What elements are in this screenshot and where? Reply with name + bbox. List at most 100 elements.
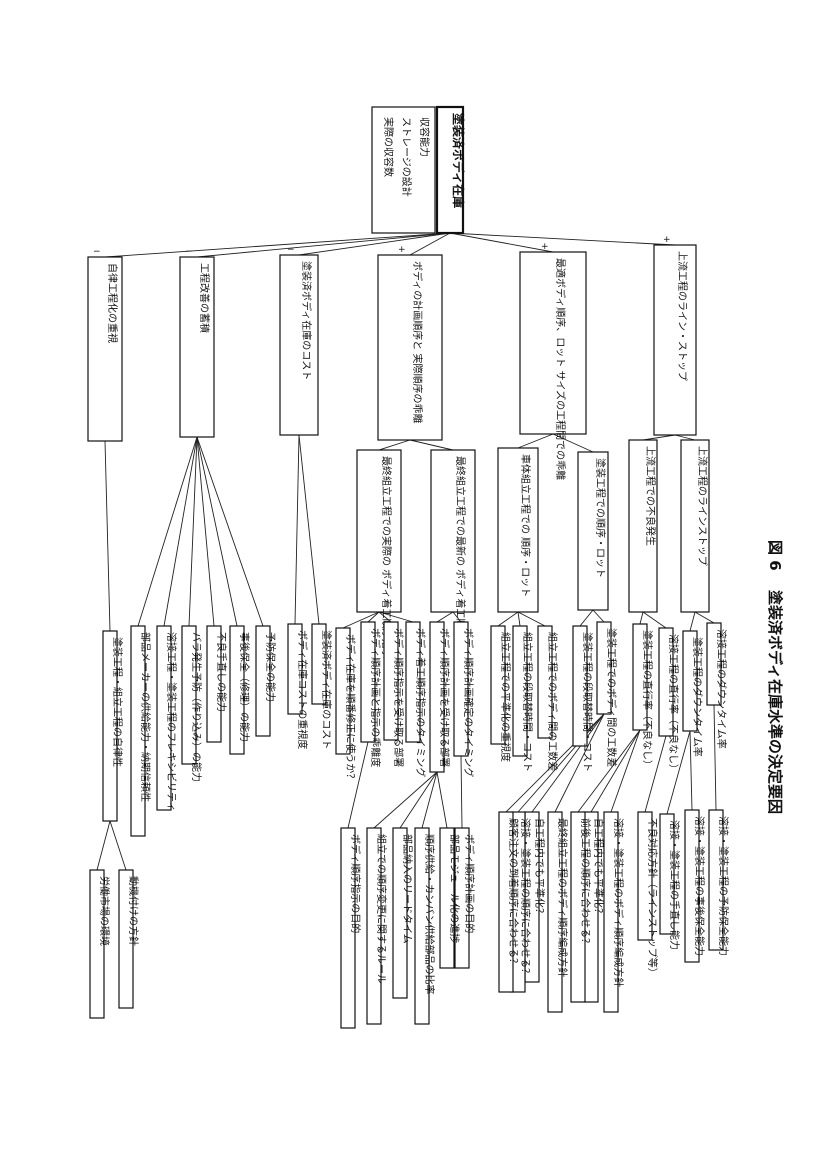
level4-node-6-frame [570, 811, 586, 1003]
level3-node-22-frame [130, 625, 146, 837]
level3-node-19-frame [206, 625, 222, 743]
connector-root-l1-0 [449, 232, 676, 246]
level4-node-10: 顧客注文の到着順序に合わせる？ [498, 811, 520, 993]
level4-node-2: 溶接・塗装工程の手直し能力 [659, 813, 681, 950]
level3-node-6-frame [537, 625, 553, 739]
level3-node-9-frame [453, 621, 469, 757]
level3-node-1-frame [682, 630, 698, 732]
connector-l1-l2-5 [378, 439, 411, 451]
connector-l1-l2-0 [674, 434, 696, 441]
level4-node-1: 溶接・塗装工程の事後保全能力 [684, 809, 706, 963]
level3-node-21-label: 溶接工程・塗装工程のフレキシビリティ [165, 632, 178, 811]
level3-node-12: ボディ順序指示を受け取る部署 [383, 621, 405, 767]
level3-node-7-label: 組立工程の段取替時間・コスト [521, 632, 534, 772]
level4-node-16: ボディ順序指示の目的 [340, 827, 362, 1029]
level5-node-0: 動機付けの方針 [118, 869, 140, 1009]
connector-l3-l4-0 [713, 704, 717, 811]
level3-node-0-frame [706, 622, 722, 706]
connector-to-l3-16 [294, 434, 300, 625]
connectors [96, 232, 717, 871]
connector-l1-l2-2 [552, 433, 594, 453]
level3-node-0: 溶接工程のダウンタイム率 [706, 622, 728, 749]
connector-l3-l5-0 [109, 820, 127, 871]
level2-node-0: 上流工程のラインストップ [680, 439, 710, 613]
level1-sign-4: − [185, 247, 193, 257]
level3-node-14-frame [335, 627, 351, 755]
level4-node-4: 溶接・塗装工程のボディ順序編成方針 [603, 811, 625, 1013]
level3-node-14-label: ボディ在庫を順番修正に使うか？ [344, 634, 357, 783]
connector-to-l3-1 [689, 611, 696, 632]
level3-node-21-frame [156, 625, 172, 811]
level5-node-0-frame [118, 869, 134, 1009]
connector-to-l3-9 [452, 611, 462, 623]
level1-node-5-label: 自律工程化の重視 [106, 263, 119, 343]
level4-node-7-label: 最終組立工程のボディ順序編成方針 [556, 818, 569, 977]
connector-to-l3-8 [497, 611, 519, 627]
level3-node-3-frame [632, 623, 648, 731]
level4-node-11: ボディ順序計画の目的 [454, 827, 476, 969]
connector-l3-l4-16 [347, 741, 369, 829]
level1-sign-3: − [287, 245, 295, 255]
connector-root-l1-4 [196, 232, 451, 258]
connector-to-l3-10 [436, 611, 454, 623]
level3-node-2-frame [658, 627, 674, 737]
level2-node-1-frame [628, 439, 658, 613]
level4-node-10-label: 顧客注文の到着順序に合わせる？ [507, 818, 520, 968]
level3-node-4-frame [596, 621, 612, 715]
level3-node-5: 塗装工程の段取替時間・コスト [572, 625, 594, 772]
level4-node-8: 自工程内でも平準化？ [524, 811, 546, 983]
level3-node-13-label: ボディ順序計画と指示の乖離度 [369, 628, 382, 767]
level3-node-13: ボディ順序計画と指示の乖離度 [360, 621, 382, 767]
connector-l3-l4-6 [577, 729, 641, 813]
level3-node-15-frame [311, 623, 327, 705]
connector-root-l1-5 [104, 232, 451, 258]
level3-node-5-label: 塗装工程の段取替時間・コスト [581, 632, 594, 772]
level1-node-3: 塗装済ボディ在庫のコスト [279, 254, 319, 436]
connector-l3-l4-8 [531, 713, 605, 813]
connector-l3-l4-12 [436, 771, 448, 829]
level3-node-17-frame [255, 625, 271, 737]
nodes: 塗装済ボディ在庫収容能力ストレージの設計実際の収容数上流工程のライン・ストップ+… [87, 105, 730, 1029]
level3-node-18-label: 事後保全（修理）の能力 [238, 632, 251, 742]
connector-to-l3-21 [163, 436, 198, 627]
connector-l3-l4-13 [421, 771, 438, 829]
level2-node-1: 上流工程での不良発生 [628, 439, 658, 613]
level5-node-1: 労働市場の環境 [89, 869, 111, 1019]
connector-to-l3-22 [137, 436, 198, 627]
level3-node-2-label: 溶接工程の直行率（不良なし） [667, 634, 680, 774]
level1-sign-1: + [541, 242, 549, 252]
connector-l3-l4-7 [554, 713, 605, 813]
root-note-2: 実際の収容数 [382, 117, 395, 177]
level4-node-6: 前後工程の順序に合わせる？ [570, 811, 592, 1003]
connector-to-l3-5 [579, 609, 594, 627]
level2-node-5: 最終組立工程での実際の ボディ着工順序指示 [356, 449, 402, 658]
level4-node-12-frame [439, 827, 455, 969]
connector-l3-l4-3 [644, 735, 667, 813]
connector-l3-l4-1 [689, 730, 693, 811]
level4-node-12: 部品モジュール化の進捗 [439, 827, 461, 969]
level3-node-7: 組立工程の段取替時間・コスト [512, 625, 534, 772]
connector-l3-l5-1 [96, 820, 111, 871]
level3-node-7-frame [512, 625, 528, 757]
level4-node-14-label: 部品納入のリードタイム [401, 834, 414, 944]
level3-node-10-frame [429, 621, 445, 773]
level4-node-0: 溶接・塗装工程の予防保全能力 [708, 809, 730, 956]
level4-node-15: 組立での順序変更に関するルール [366, 827, 388, 1025]
connector-to-l3-23 [104, 440, 111, 632]
level3-node-10-label: ボディ順序計画を受け取る部署 [438, 628, 451, 767]
level2-node-0-label: 上流工程のラインストップ [696, 446, 709, 566]
level3-node-22-label: 部品メーカーの供給能力・納期信頼性 [139, 632, 152, 802]
level2-node-1-label: 上流工程での不良発生 [644, 446, 657, 546]
level2-node-5-frame [356, 449, 402, 613]
level1-node-2-label: ボディの計画順序と 実際順序の乖離 [411, 261, 424, 423]
level4-node-16-frame [340, 827, 356, 1029]
level4-node-5-label: 自工程内でも平準化？ [592, 818, 605, 918]
level3-node-20: バラ発生予防（作り込み）の能力 [181, 625, 203, 782]
level5-node-1-label: 労働市場の環境 [98, 876, 111, 946]
level1-sign-0: + [663, 235, 671, 245]
connector-l3-l4-11 [460, 755, 463, 829]
level4-node-2-frame [659, 813, 675, 935]
level2-node-2-frame [577, 451, 609, 611]
level1-node-1-label: 最適ボディ順序、ロット サイズの工程間での乖離 [554, 258, 567, 480]
level4-node-12-label: 部品モジュール化の進捗 [448, 834, 461, 943]
